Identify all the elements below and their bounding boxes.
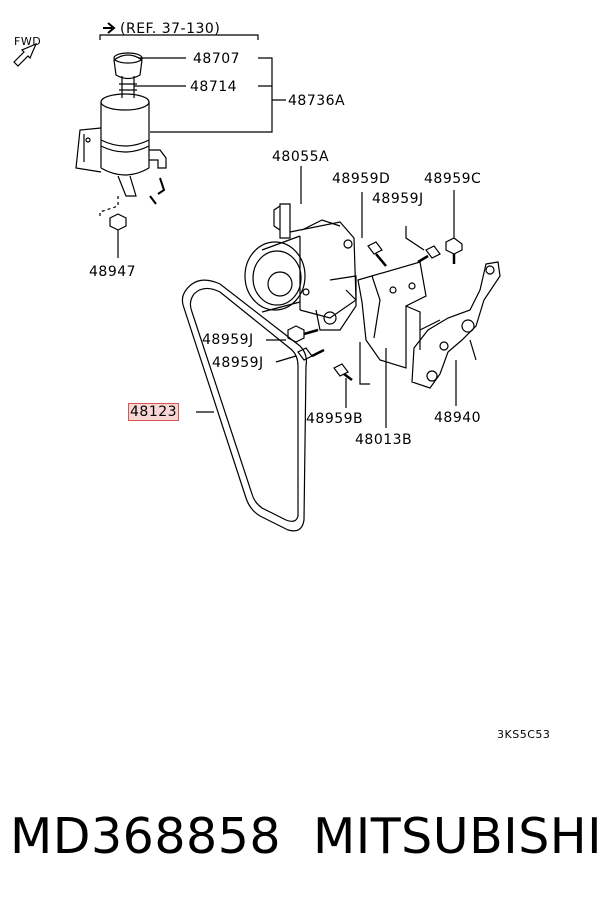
callout-48736a: 48736A [288, 93, 346, 109]
callout-48123-highlighted: 48123 [128, 403, 180, 421]
ref-bracket [99, 34, 259, 40]
bracket-48940-illustration [411, 261, 501, 389]
bolt-48959j-top-icon [417, 245, 441, 264]
ref-arrow-icon [103, 22, 116, 34]
callout-48714: 48714 [190, 79, 238, 95]
leader-48959j-mid2 [275, 355, 297, 363]
part-number: MD368858 [10, 808, 282, 865]
parts-diagram: FWD (REF. 37-130) 48707 48714 48736A 489… [13, 21, 551, 741]
callout-48959j-mid2: 48959J [212, 355, 264, 371]
fwd-label: FWD [14, 35, 42, 48]
brand-name: MITSUBISHI [313, 808, 600, 865]
reservoir-illustration [75, 52, 167, 216]
bolt-48959j-mid1-icon [287, 325, 319, 343]
callout-48959j-top: 48959J [372, 191, 424, 207]
bolt-48947-icon [109, 213, 127, 258]
fwd-arrow-icon [13, 42, 38, 67]
callout-48055a: 48055A [272, 149, 330, 165]
bolt-48959d-icon [367, 241, 387, 267]
bolt-48959b-icon [333, 363, 353, 381]
leader-48736a [150, 57, 286, 133]
bracket-48013b-illustration [357, 261, 427, 369]
bolt-48959j-mid2-icon [297, 347, 325, 361]
ref-label: (REF. 37-130) [120, 21, 221, 37]
callout-48947: 48947 [89, 264, 137, 280]
pump-illustration [244, 203, 357, 331]
part-footer: MD368858 MITSUBISHI [0, 806, 600, 876]
diagram-code: 3KS5C53 [497, 728, 551, 741]
callout-48959j-mid1: 48959J [202, 332, 254, 348]
leader-48959j-top [405, 226, 425, 251]
callout-48707: 48707 [193, 51, 241, 67]
belt-48123-illustration [181, 279, 307, 532]
callout-48940: 48940 [434, 410, 482, 426]
callout-48013b: 48013B [355, 432, 413, 448]
bolt-48959c-icon [445, 237, 463, 264]
callout-48959b: 48959B [306, 411, 364, 427]
callout-48959c: 48959C [424, 171, 482, 187]
callout-48959d: 48959D [332, 171, 391, 187]
leader-48959b-2 [359, 342, 370, 385]
diagram-drawing [13, 22, 501, 532]
